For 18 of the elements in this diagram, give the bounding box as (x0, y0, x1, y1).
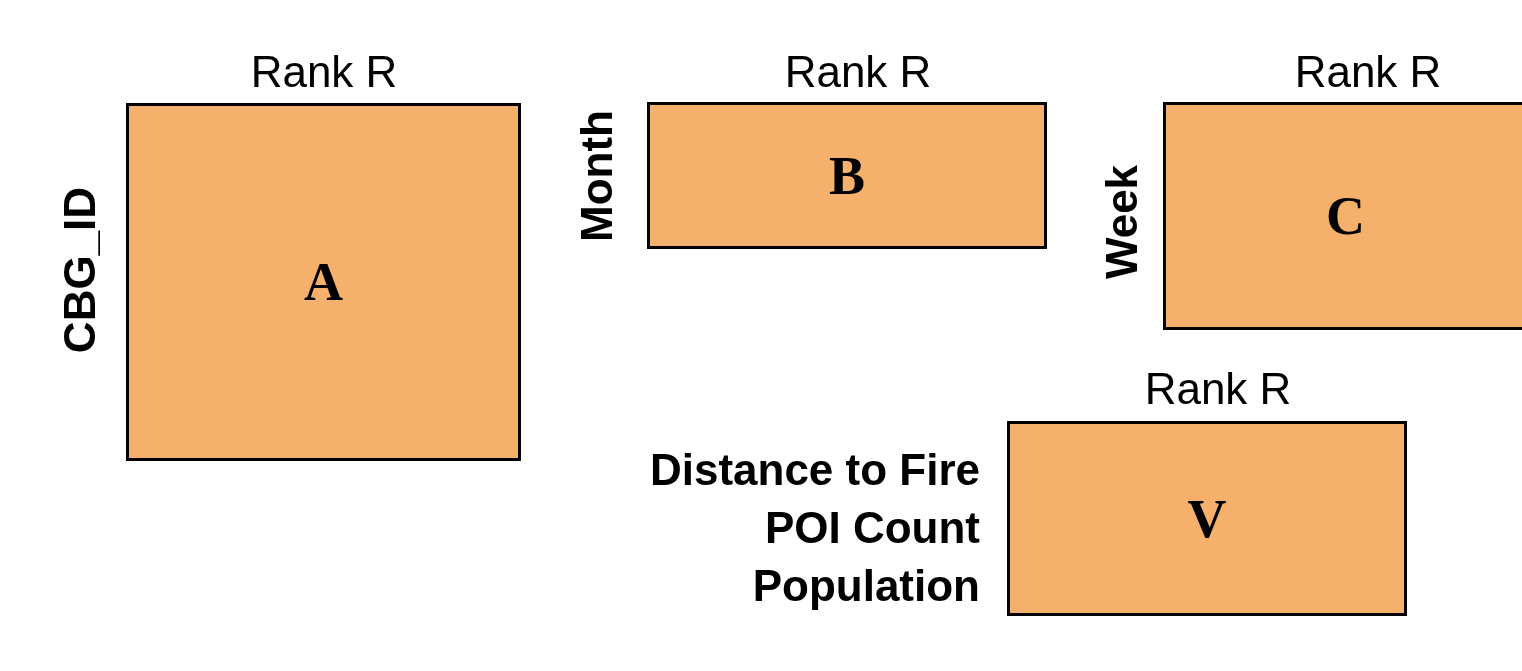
row-label: POI Count (764, 506, 980, 550)
row-label: Population (752, 564, 980, 608)
row-label: Distance to Fire (649, 448, 980, 492)
rank-label: Rank R (1294, 50, 1442, 94)
matrix-letter: A (304, 251, 343, 313)
matrix-letter: C (1326, 185, 1365, 247)
rank-label: Rank R (1144, 367, 1292, 411)
axis-label: Week (1100, 164, 1144, 280)
rank-label: Rank R (250, 50, 398, 94)
matrix-box (126, 103, 521, 461)
axis-label: CBG_ID (58, 186, 102, 354)
matrix-letter: V (1187, 487, 1227, 550)
axis-label: Month (575, 110, 619, 242)
matrix-box (647, 102, 1047, 249)
matrix-letter: B (829, 144, 865, 207)
rank-label: Rank R (784, 50, 932, 94)
matrix-box (1007, 421, 1407, 616)
matrix-box (1163, 102, 1522, 330)
